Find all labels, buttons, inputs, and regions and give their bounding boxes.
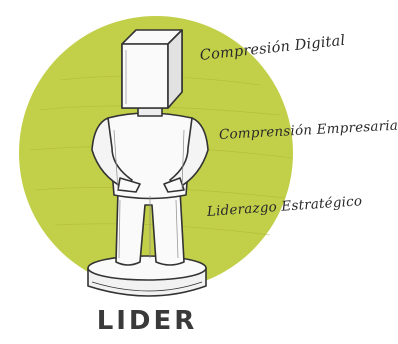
leader-figure-icon	[87, 29, 209, 297]
pedestal-icon	[87, 255, 207, 297]
diagram-title: LIDER	[96, 306, 198, 336]
